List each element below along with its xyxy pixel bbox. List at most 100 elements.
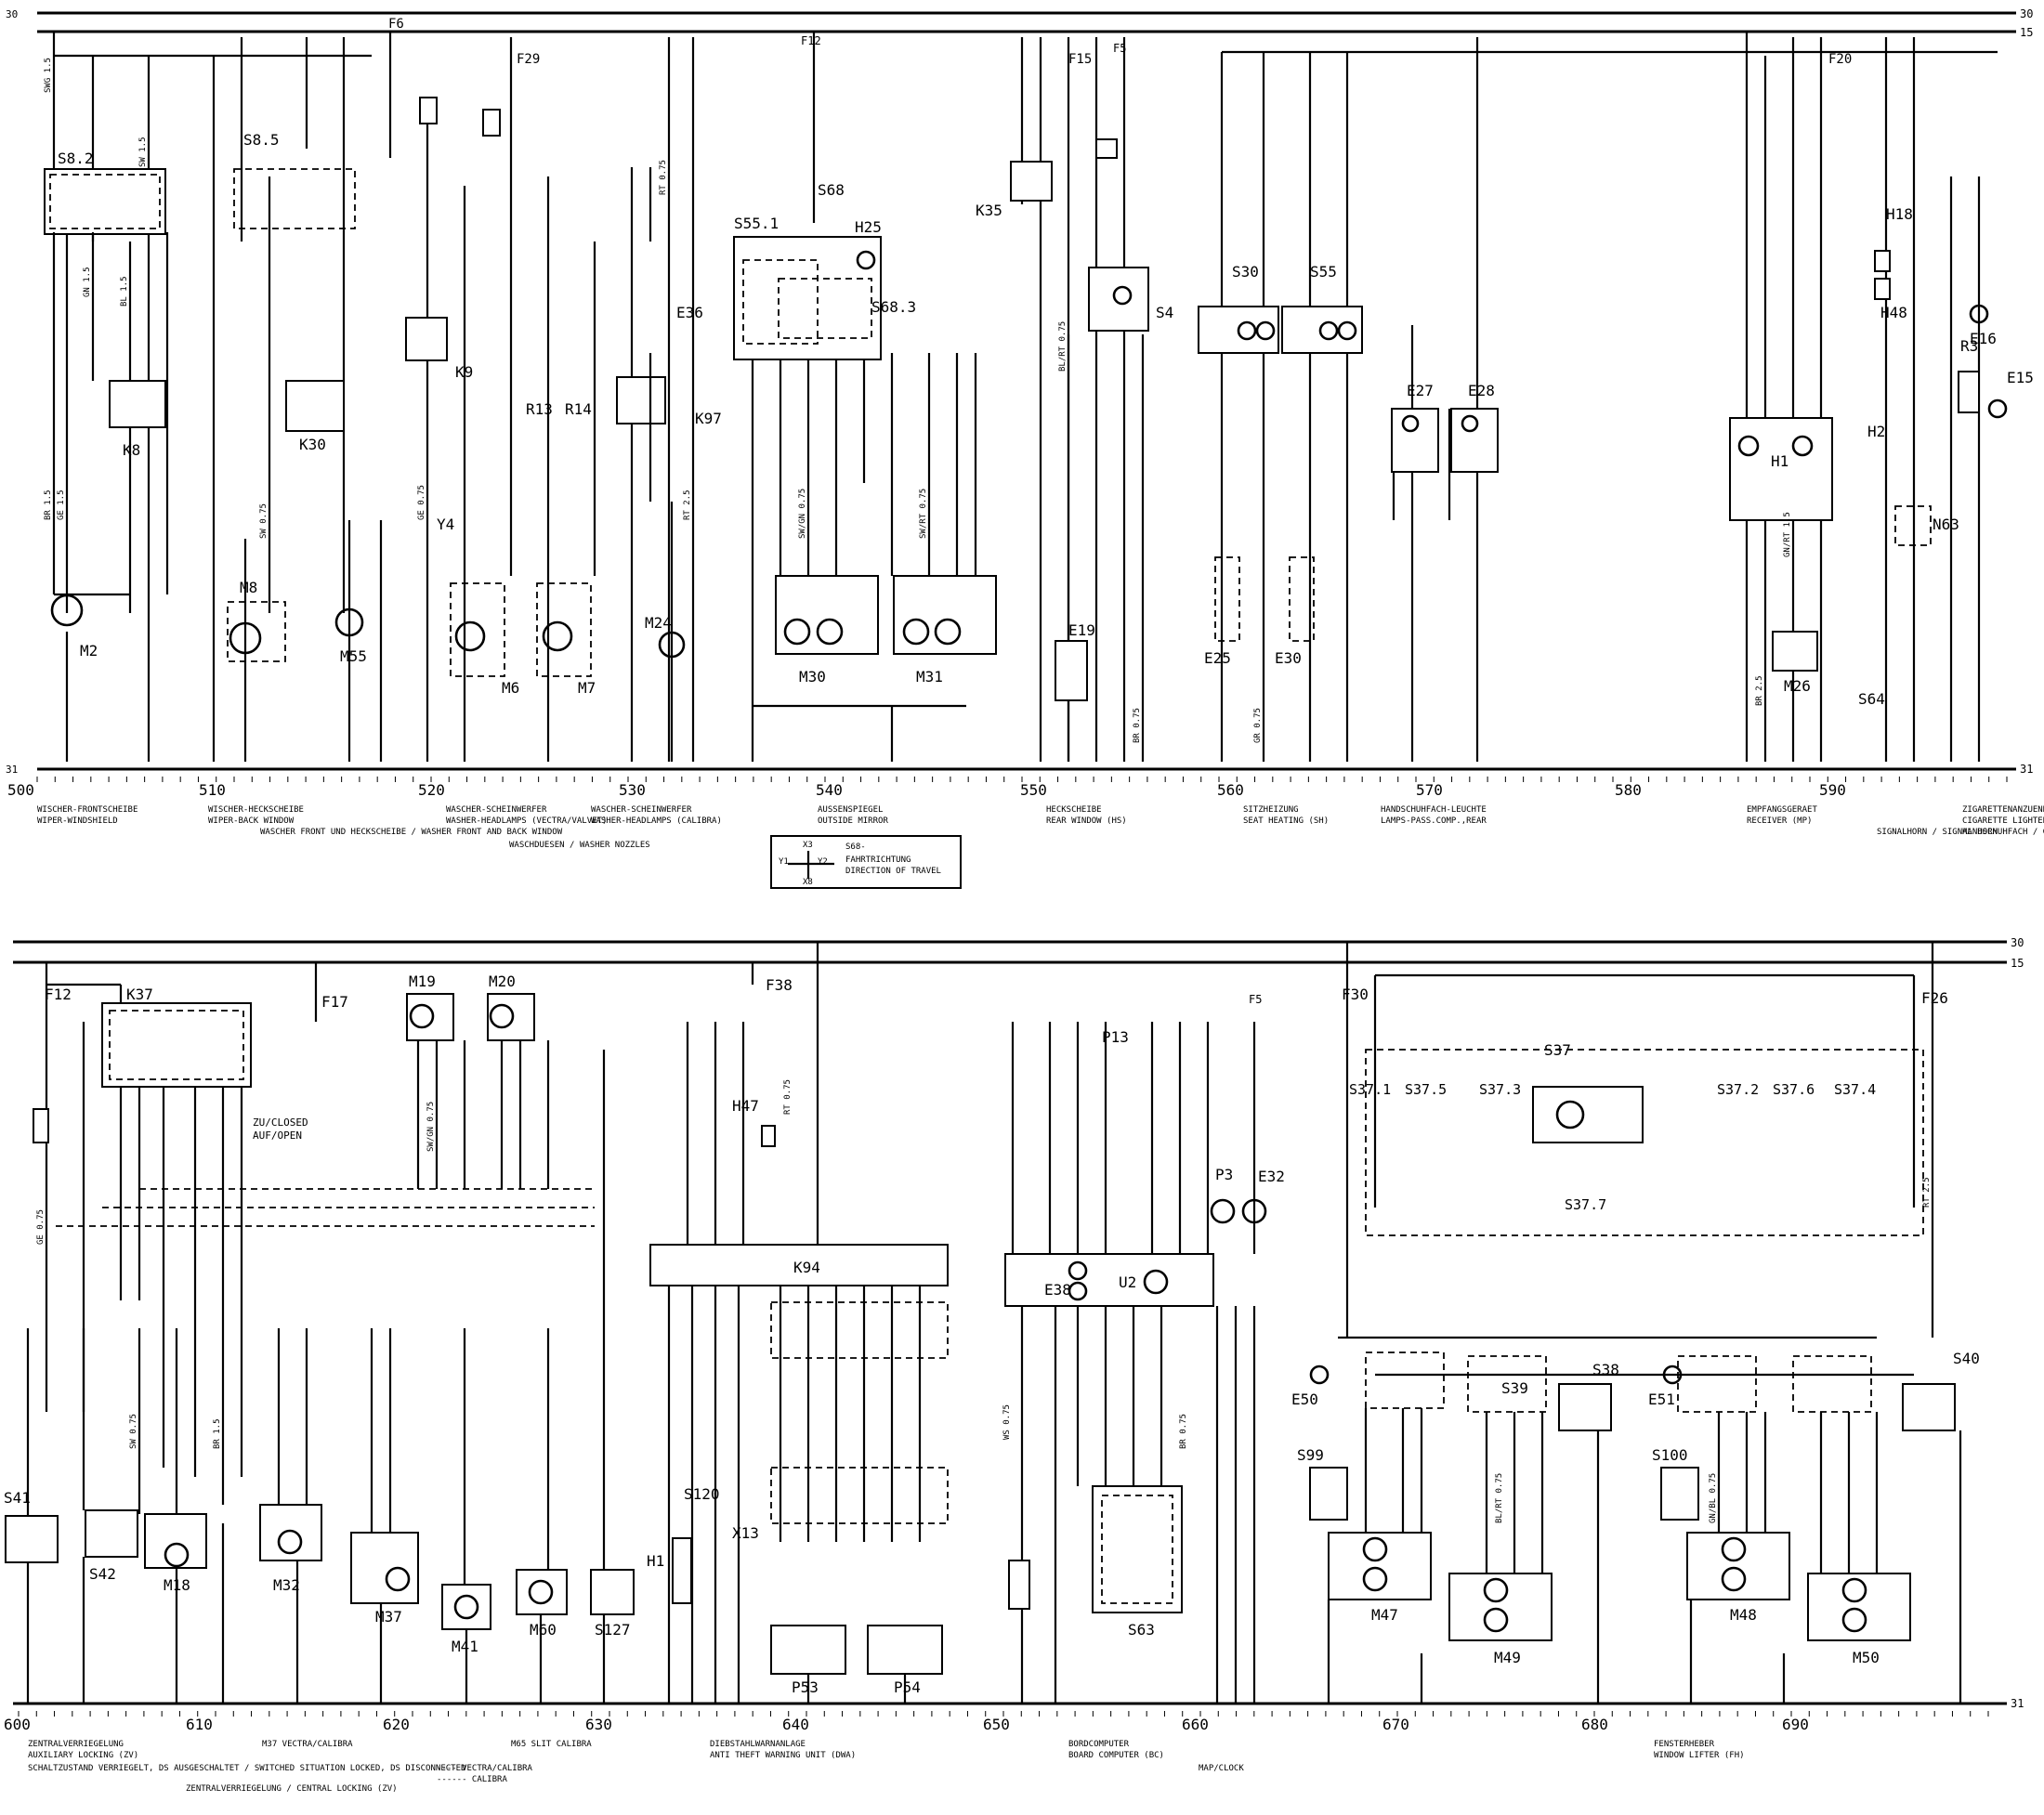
label-p54: P54 <box>894 1678 921 1696</box>
mirror-m30 <box>775 575 879 655</box>
horn-h48 <box>1874 278 1891 300</box>
bottom-locking-circuit <box>5 962 635 1704</box>
label-m18: M18 <box>164 1576 190 1594</box>
label-r13: R13 <box>526 400 553 418</box>
top-mirror-circuit <box>733 32 997 762</box>
wire-label: GN/BL 0.75 <box>1709 1473 1718 1523</box>
label-h25: H25 <box>855 218 882 236</box>
switch-s63 <box>1092 1485 1183 1613</box>
switch-s40 <box>1902 1383 1956 1431</box>
label-h47: H47 <box>732 1097 759 1115</box>
label-s41: S41 <box>4 1489 31 1507</box>
motor-m2 <box>50 594 84 627</box>
lighter-r3 <box>1958 371 1980 413</box>
switch-s99 <box>1309 1467 1348 1521</box>
relay-k35 <box>1010 161 1053 202</box>
section-en: WINDOW LIFTER (FH) <box>1654 1751 1745 1760</box>
label-e25: E25 <box>1204 649 1231 667</box>
rail-label-31-left: 31 <box>6 764 18 776</box>
label-m26: M26 <box>1784 677 1811 695</box>
relay-n63 <box>1894 505 1932 546</box>
label-h1: H1 <box>1771 452 1788 470</box>
section-de: HECKSCHEIBE <box>1046 805 1102 815</box>
label-n63: N63 <box>1933 516 1959 533</box>
label-k97: K97 <box>695 410 722 427</box>
label-f30: F30 <box>1342 986 1369 1003</box>
section-num: 600 <box>4 1716 31 1733</box>
lamp-h1 <box>672 1537 692 1604</box>
wire-label: RT 2.5 <box>683 490 692 520</box>
wire-label: SW/GN 0.75 <box>426 1102 436 1152</box>
bottom-terminal-ticks <box>18 1711 1989 1717</box>
label-s37-2: S37.2 <box>1717 1081 1759 1098</box>
wire-label: GR 0.75 <box>1253 708 1263 743</box>
wire-label: BL 1.5 <box>120 276 129 307</box>
label-m6: M6 <box>502 679 519 697</box>
wire-label: BR 0.75 <box>1133 708 1142 743</box>
motor-m37 <box>350 1532 419 1604</box>
buzzer-h47 <box>761 1125 776 1147</box>
board-computer-u2 <box>1004 1253 1214 1307</box>
section-de: SITZHEIZUNG <box>1243 805 1299 815</box>
label-e30: E30 <box>1275 649 1302 667</box>
label-f12: F12 <box>801 34 821 47</box>
sensor-p53 <box>770 1625 846 1675</box>
section-en: RECEIVER (MP) <box>1747 816 1812 826</box>
section-num: 680 <box>1581 1716 1608 1733</box>
section-de: M37 VECTRA/CALIBRA <box>262 1740 353 1749</box>
wire-label: BR 0.75 <box>1179 1414 1188 1449</box>
section-num: 560 <box>1217 781 1244 799</box>
label-s37-4: S37.4 <box>1834 1081 1876 1098</box>
label-m31: M31 <box>916 668 943 686</box>
label-s100: S100 <box>1652 1446 1688 1464</box>
legend-key: X8 <box>803 878 813 887</box>
top-section-index: 500 WISCHER-FRONTSCHEIBE WIPER-WINDSHIEL… <box>7 781 2044 889</box>
label-k8: K8 <box>123 441 140 459</box>
lamp-e51 <box>1662 1365 1683 1385</box>
section-en: SEAT HEATING (SH) <box>1243 816 1329 826</box>
rail-label-b15: 15 <box>2011 957 2024 970</box>
motor-m19 <box>406 993 454 1041</box>
section-en: WASHER-HEADLAMPS (CALIBRA) <box>591 816 722 826</box>
label-r3: R3 <box>1960 337 1978 355</box>
wire-label: RT 0.75 <box>783 1079 793 1115</box>
section-de: HANDSCHUHFACH-LEUCHTE <box>1381 805 1487 815</box>
switch-s55-1 <box>733 236 882 360</box>
section-extra: ZENTRALVERRIEGELUNG / CENTRAL LOCKING (Z… <box>186 1784 398 1794</box>
sensor-p54 <box>867 1625 943 1675</box>
lamp-e15 <box>1987 398 2008 419</box>
wire-label: SW 0.75 <box>129 1414 138 1449</box>
wire-label: SW/GN 0.75 <box>798 489 807 539</box>
label-e27: E27 <box>1407 382 1434 399</box>
top-receiver-horn-circuit <box>1729 32 2008 762</box>
switch-s127 <box>590 1569 635 1615</box>
label-h18: H18 <box>1886 205 1913 223</box>
section-en: ------ CALIBRA <box>437 1775 507 1784</box>
top-wiper-circuit <box>44 32 383 762</box>
label-s127: S127 <box>595 1621 631 1639</box>
label-m47: M47 <box>1371 1606 1398 1624</box>
label-f17: F17 <box>321 993 348 1011</box>
heater-e25 <box>1214 556 1240 642</box>
wire-label: GN 1.5 <box>83 267 92 297</box>
mirror-direction-legend <box>770 835 962 889</box>
label-s68: S68 <box>818 181 845 199</box>
bottom-window-lifter-circuit <box>1309 942 1962 1704</box>
switch-s37-7 <box>1532 1086 1644 1143</box>
section-de: WASCHER-SCHEINWERFER <box>446 805 547 815</box>
label-k9: K9 <box>455 363 473 381</box>
top-wire-labels: SWG 1.5 BR 1.5 GN 1.5 GE 1.5 SW 0.75 GE … <box>44 58 1792 743</box>
label-e50: E50 <box>1291 1391 1318 1408</box>
section-num: 690 <box>1782 1716 1809 1733</box>
label-s8-2: S8.2 <box>58 150 94 167</box>
top-seat-heating-circuit <box>1198 50 1998 762</box>
section-extra: MAP/CLOCK <box>1199 1764 1244 1773</box>
section-en: AUXILIARY LOCKING (ZV) <box>28 1751 138 1760</box>
section-de: FENSTERHEBER <box>1654 1740 1715 1749</box>
section-en: LAMPS-PASS.COMP.,REAR <box>1381 816 1487 826</box>
label-s37-6: S37.6 <box>1773 1081 1815 1098</box>
lamp-h25 <box>856 250 876 270</box>
motor-m18 <box>144 1513 207 1569</box>
wire-label: RT 0.75 <box>659 160 668 195</box>
section-de: BORDCOMPUTER <box>1068 1740 1130 1749</box>
